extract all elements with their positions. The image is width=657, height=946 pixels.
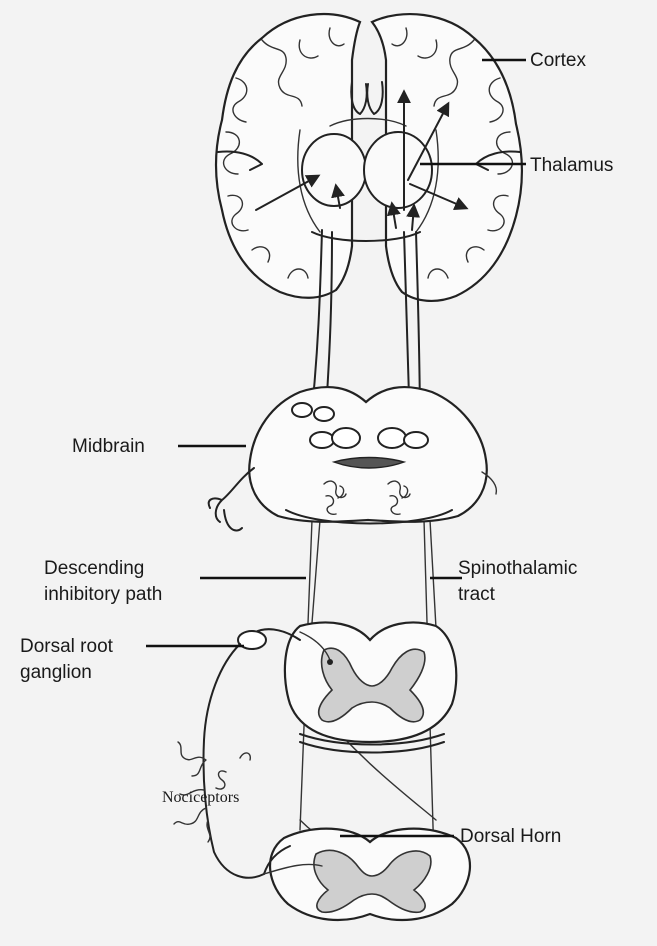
label-descending-line1: Descending [44, 558, 144, 579]
brain-coronal-section [216, 14, 522, 301]
label-descending-line2: inhibitory path [44, 584, 162, 605]
lateral-ventricles [351, 82, 382, 114]
label-cortex: Cortex [530, 50, 586, 71]
label-drg-line1: Dorsal root [20, 636, 114, 657]
afferent-fiber [203, 644, 264, 878]
label-thalamus: Thalamus [530, 155, 613, 176]
spinal-cord-lower [264, 829, 470, 920]
tract-oval-1 [292, 403, 312, 417]
tract-oval-6 [404, 432, 428, 448]
nociceptor-squiggle [216, 753, 250, 789]
thalamus-left [302, 134, 366, 206]
thalamus-right [364, 132, 432, 208]
label-dorsal-horn: Dorsal Horn [460, 826, 561, 847]
long-tracts [300, 230, 440, 860]
tract-oval-2 [314, 407, 334, 421]
label-midbrain: Midbrain [72, 436, 145, 457]
cord-lower-outline [270, 829, 470, 920]
label-spinothalamic-line1: Spinothalamic [458, 558, 577, 579]
synapse-dot [327, 659, 333, 665]
midbrain-section [209, 387, 497, 531]
midbrain-outline [249, 387, 487, 522]
tract-oval-5 [378, 428, 406, 448]
midbrain-nerve [209, 468, 254, 531]
label-spinothalamic-line2: tract [458, 584, 496, 605]
label-drg-line2: ganglion [20, 662, 92, 683]
tract-oval-3 [310, 432, 334, 448]
cord-upper-outline [285, 622, 456, 742]
tract-oval-4 [332, 428, 360, 448]
label-nociceptors: Nociceptors [162, 789, 239, 806]
